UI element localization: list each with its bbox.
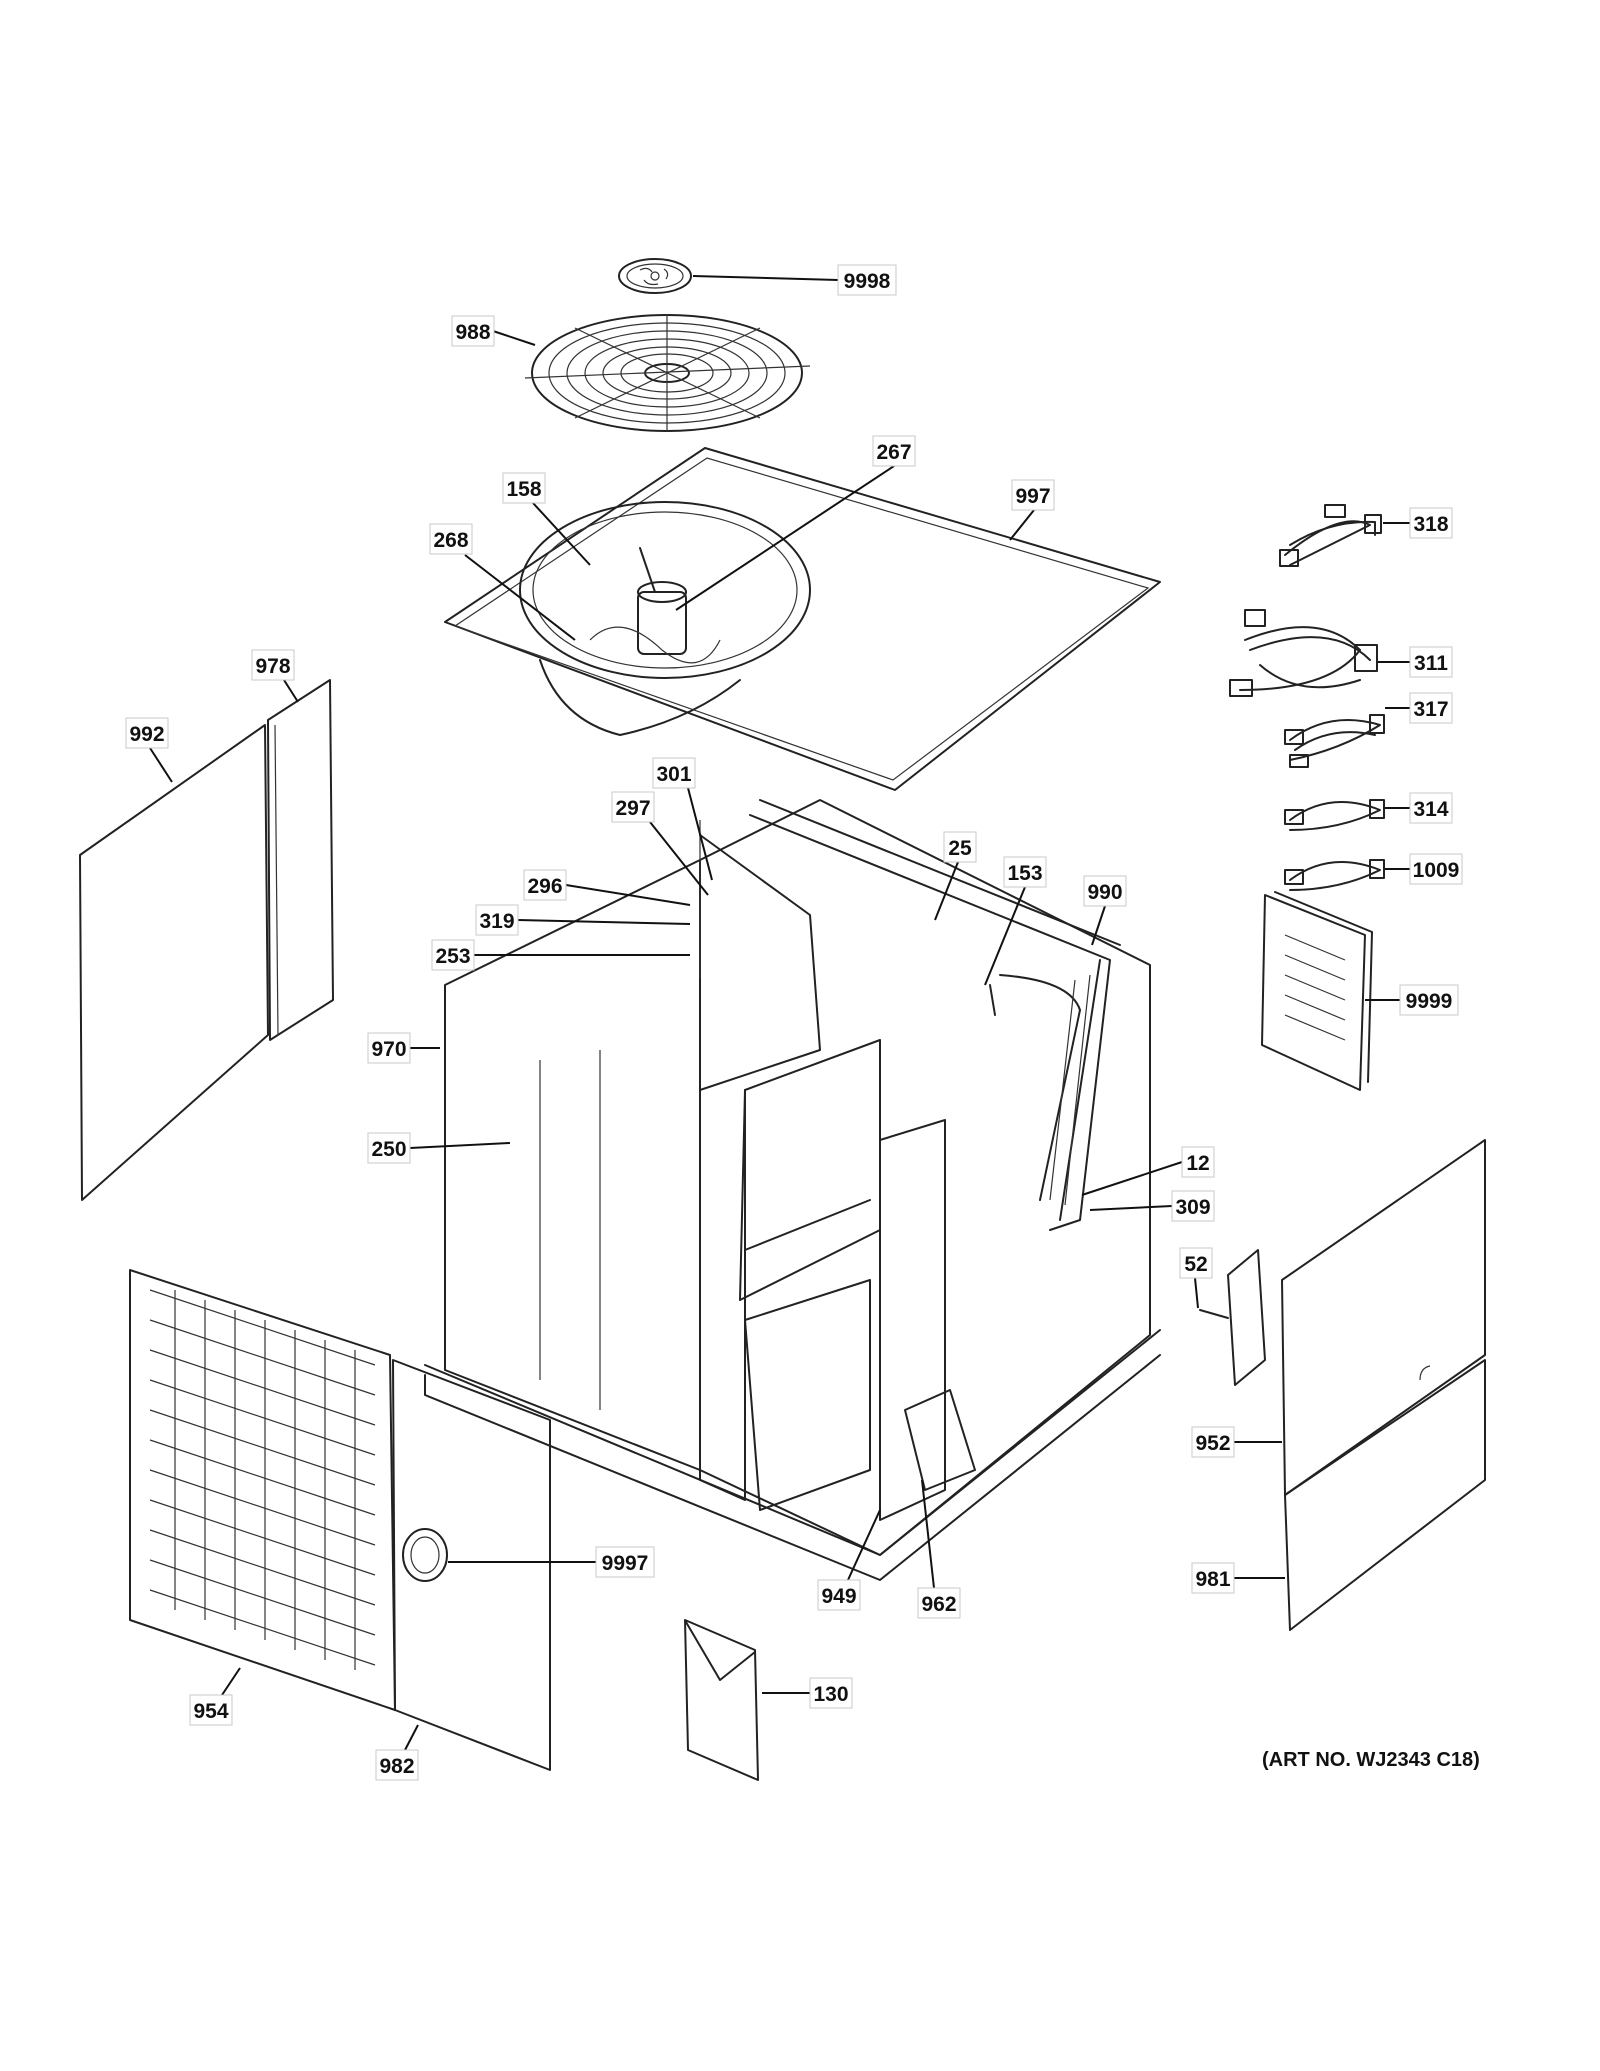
callout-label: 309 <box>1175 1196 1210 1219</box>
callout-label: 982 <box>379 1755 414 1778</box>
callout-label: 253 <box>435 945 470 968</box>
fan-emblem-drawing <box>618 258 692 294</box>
callout-label: 992 <box>129 723 164 746</box>
callout-317[interactable]: 317 <box>1385 692 1453 724</box>
callout-309[interactable]: 309 <box>1089 1190 1215 1222</box>
callout-52[interactable]: 52 <box>1179 1247 1213 1309</box>
callout-label: 990 <box>1087 881 1122 904</box>
callout-label: 297 <box>615 797 650 820</box>
callout-981[interactable]: 981 <box>1191 1562 1285 1594</box>
callout-314[interactable]: 314 <box>1385 792 1453 824</box>
callout-311[interactable]: 311 <box>1378 646 1453 678</box>
callout-954[interactable]: 954 <box>189 1667 241 1726</box>
callout-9998[interactable]: 9998 <box>692 264 897 296</box>
callout-9999[interactable]: 9999 <box>1365 984 1459 1016</box>
front-panel-drawing <box>392 1359 551 1771</box>
callout-319[interactable]: 319 <box>475 904 691 936</box>
callout-318[interactable]: 318 <box>1383 507 1453 539</box>
left-side-panels-drawing <box>79 679 334 1201</box>
wire-harnesses-drawing <box>1229 504 1385 891</box>
callout-970[interactable]: 970 <box>367 1032 440 1064</box>
callout-296[interactable]: 296 <box>523 869 691 906</box>
callout-label: 319 <box>479 910 514 933</box>
callout-label: 158 <box>506 478 541 501</box>
callout-130[interactable]: 130 <box>762 1677 853 1709</box>
callout-label: 311 <box>1414 652 1448 675</box>
callout-978[interactable]: 978 <box>251 649 299 703</box>
callout-label: 1009 <box>1413 859 1460 882</box>
callout-label: 978 <box>255 655 290 678</box>
callout-label: 314 <box>1413 798 1448 821</box>
callout-label: 301 <box>656 763 691 786</box>
callout-253[interactable]: 253 <box>431 939 690 971</box>
callout-9997[interactable]: 9997 <box>448 1546 655 1578</box>
callout-label: 267 <box>876 441 911 464</box>
callout-992[interactable]: 992 <box>125 717 173 783</box>
callout-952[interactable]: 952 <box>1191 1426 1282 1458</box>
callout-label: 268 <box>433 529 468 552</box>
callout-label: 970 <box>371 1038 406 1061</box>
callout-250[interactable]: 250 <box>367 1132 511 1164</box>
callout-label: 9997 <box>602 1552 649 1575</box>
callout-label: 52 <box>1184 1253 1207 1276</box>
callout-25[interactable]: 25 <box>934 831 977 921</box>
callout-label: 130 <box>813 1683 848 1706</box>
envelope-drawing <box>684 1619 759 1781</box>
callout-label: 9998 <box>844 270 891 293</box>
callout-1009[interactable]: 1009 <box>1385 853 1463 885</box>
art-number: (ART NO. WJ2343 C18) <box>1262 1749 1480 1771</box>
callout-982[interactable]: 982 <box>375 1724 419 1781</box>
callout-990[interactable]: 990 <box>1083 875 1127 946</box>
callout-label: 25 <box>948 837 972 860</box>
fan-guard-drawing <box>524 314 811 432</box>
callout-label: 153 <box>1007 862 1042 885</box>
callout-12[interactable]: 12 <box>1081 1146 1215 1196</box>
callout-label: 952 <box>1195 1432 1230 1455</box>
callouts: 9998 988 267 158 268 997 <box>125 264 1463 1781</box>
callout-297[interactable]: 297 <box>611 791 709 896</box>
callout-label: 317 <box>1413 698 1448 721</box>
callout-949[interactable]: 949 <box>817 1509 881 1611</box>
literature-drawing <box>1261 891 1373 1091</box>
callout-988[interactable]: 988 <box>451 315 536 347</box>
callout-153[interactable]: 153 <box>984 856 1047 986</box>
callout-label: 12 <box>1186 1152 1209 1175</box>
right-access-panels-drawing <box>1281 1139 1486 1631</box>
coil-drawing <box>749 799 1121 1231</box>
callout-label: 981 <box>1195 1568 1230 1591</box>
callout-301[interactable]: 301 <box>652 757 713 881</box>
callout-997[interactable]: 997 <box>1009 479 1055 541</box>
cabinet-drawing <box>424 799 1161 1581</box>
callout-label: 296 <box>527 875 562 898</box>
callout-268[interactable]: 268 <box>429 523 576 641</box>
callout-label: 949 <box>821 1585 856 1608</box>
louvered-grille-drawing <box>129 1269 396 1711</box>
callout-267[interactable]: 267 <box>675 435 916 611</box>
callout-label: 997 <box>1015 485 1050 508</box>
callout-label: 954 <box>193 1700 228 1723</box>
callout-158[interactable]: 158 <box>502 472 591 566</box>
callout-label: 318 <box>1413 513 1448 536</box>
callout-962[interactable]: 962 <box>917 1479 961 1619</box>
callout-label: 962 <box>921 1593 956 1616</box>
callout-label: 250 <box>371 1138 406 1161</box>
top-panel-drawing <box>444 447 1161 791</box>
sensor-drawing <box>1199 1249 1266 1386</box>
callout-label: 9999 <box>1406 990 1453 1013</box>
callout-label: 988 <box>455 321 490 344</box>
